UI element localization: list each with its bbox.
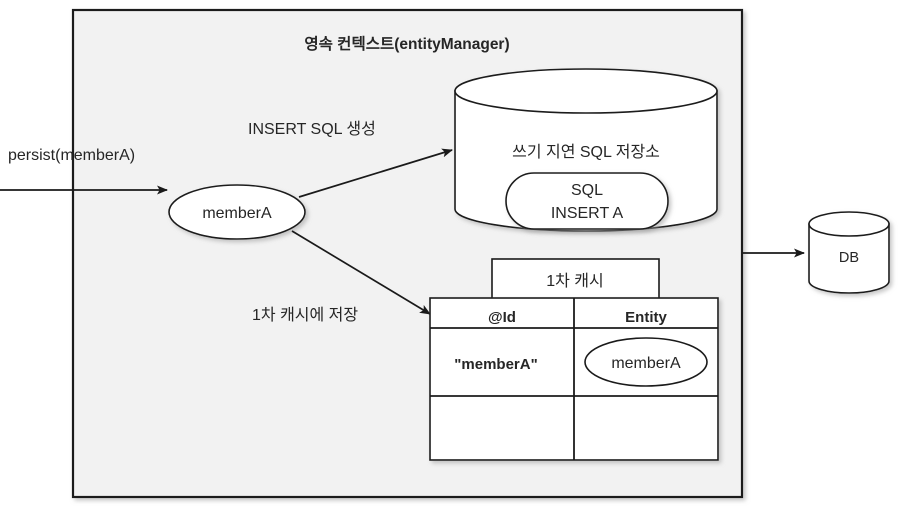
table-row-0-entity-ellipse xyxy=(584,337,708,387)
first-cache-arrow-label: 1차 캐시에 저장 xyxy=(252,306,358,324)
table-row-0-entity: memberA xyxy=(611,355,681,372)
first-cache-arrow xyxy=(291,230,431,315)
database-label: DB xyxy=(839,250,859,266)
sql-insert-statement-box xyxy=(505,172,669,230)
write-behind-sql-store-title: 쓰기 지연 SQL 저장소 xyxy=(512,143,660,161)
table-row-0-id: "memberA" xyxy=(454,356,537,373)
member-a-entity-label: memberA xyxy=(202,205,272,222)
persist-call-label: persist(memberA) xyxy=(8,147,135,164)
member-a-entity-node xyxy=(168,184,306,240)
database-cylinder xyxy=(808,211,890,294)
sql-insert-line1: SQL xyxy=(571,182,603,199)
first-level-cache-tab-label: 1차 캐시 xyxy=(546,272,604,290)
first-level-cache-table xyxy=(429,297,719,461)
table-header-entity: Entity xyxy=(625,309,667,326)
sql-insert-line2: INSERT A xyxy=(551,205,624,222)
insert-sql-arrow xyxy=(298,148,453,198)
table-header-id: @Id xyxy=(488,309,516,326)
persistence-context-title: 영속 컨텍스트(entityManager) xyxy=(304,35,509,53)
insert-sql-arrow-label: INSERT SQL 생성 xyxy=(248,120,376,138)
